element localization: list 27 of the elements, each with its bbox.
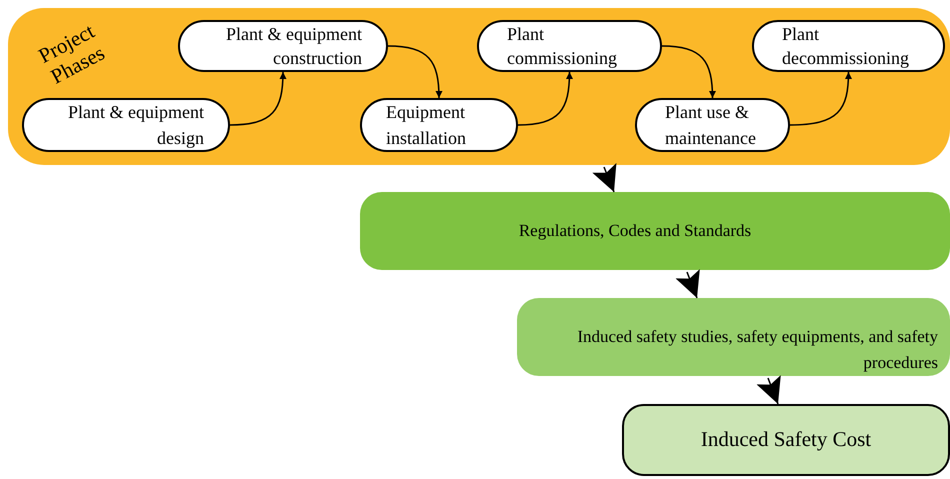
process-box: [360, 192, 950, 270]
phase-pill: [752, 20, 945, 72]
arrow: [756, 375, 781, 404]
phase-pill: [360, 98, 518, 152]
node-text: Regulations, Codes and Standards: [518, 220, 752, 242]
arrow: [676, 269, 700, 298]
arrow: [592, 163, 616, 192]
process-box: [622, 404, 950, 476]
node-text: Equipment installation: [386, 101, 467, 150]
node-text: Induced Safety Cost: [700, 426, 872, 454]
phase-pill: [178, 20, 388, 72]
node-text: Plant commissioning: [507, 23, 618, 70]
node-text: Plant decommissioning: [782, 23, 910, 70]
arrow: [790, 72, 852, 126]
arrow: [230, 72, 286, 126]
phase-pill: [635, 98, 790, 152]
node-text: Plant use & maintenance: [665, 101, 757, 150]
process-box: [517, 298, 950, 376]
phase-pill: [22, 98, 230, 152]
arrow: [388, 45, 442, 98]
node-text: Induced safety studies, safety equipments, and safety procedures: [576, 326, 938, 374]
arrow: [518, 72, 573, 126]
phase-pill: [477, 20, 662, 72]
node-text: Plant & equipment construction: [225, 23, 362, 70]
phase-band: [8, 8, 950, 165]
node-text: Plant & equipment design: [67, 101, 204, 150]
arrow: [662, 45, 716, 98]
